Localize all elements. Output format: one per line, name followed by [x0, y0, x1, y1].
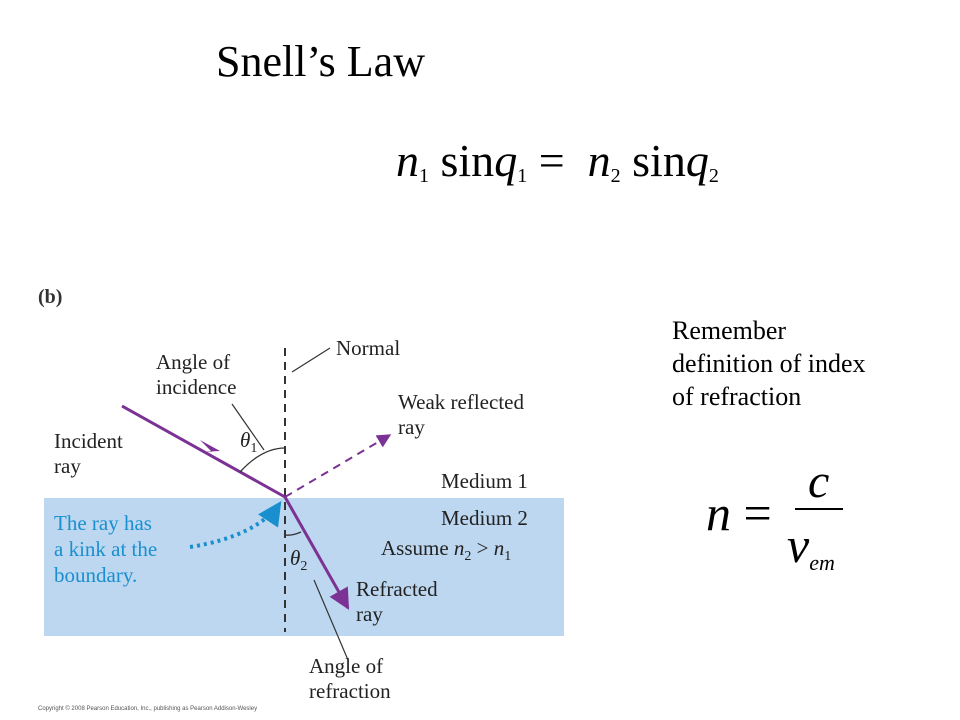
side-note-line3: of refraction — [672, 382, 802, 411]
angle-refraction-line1: Angle of — [309, 654, 384, 678]
angle-incidence-line1: Angle of — [156, 350, 231, 374]
kink-note-line3: boundary. — [54, 563, 138, 587]
fraction-bar — [795, 508, 843, 510]
theta1-sub: 1 — [250, 441, 258, 457]
eq-n2-sub: 2 — [610, 165, 621, 187]
incident-ray-line1: Incident — [54, 429, 123, 453]
theta1-symbol: θ — [240, 428, 251, 452]
theta2-sub: 2 — [300, 559, 308, 575]
incident-ray — [121, 404, 286, 499]
eq-n1-sub: 1 — [419, 165, 429, 187]
angle-refraction-label: Angle of refraction — [309, 654, 391, 704]
page-title: Snell’s Law — [216, 37, 425, 86]
eq-q1-sub: 1 — [517, 165, 528, 187]
snell-equation: n1 sinq1 = n2 sinq2 — [396, 135, 719, 187]
eq-sin2: sin — [632, 135, 686, 186]
angle-incidence-line2: incidence — [156, 375, 237, 399]
eq-n2: n — [587, 135, 611, 186]
copyright-notice: Copyright © 2008 Pearson Education, Inc.… — [38, 706, 258, 712]
index-formula-lhs: n = — [706, 488, 772, 538]
refracted-ray-line1: Refracted — [356, 577, 438, 601]
weak-reflected-line1: Weak reflected — [398, 390, 524, 414]
assume-gt: > — [476, 536, 489, 560]
eq-q1: q — [494, 135, 518, 186]
assume-n2: n — [453, 536, 465, 560]
side-note: Remember definition of index of refracti… — [672, 314, 942, 413]
angle-incidence-label: Angle of incidence — [156, 350, 236, 400]
assume-label: Assume n2 > n1 — [381, 536, 511, 569]
formula-denominator: vem — [787, 520, 835, 574]
panel-label: (b) — [38, 286, 63, 308]
theta1-arc — [239, 447, 286, 473]
theta2-arc — [284, 531, 302, 536]
theta2-symbol: θ — [290, 546, 301, 570]
assume-text: Assume — [381, 536, 449, 560]
weak-reflected-line2: ray — [398, 415, 425, 439]
assume-n1: n — [493, 536, 505, 560]
eq-n1: n — [396, 135, 419, 186]
eq-sin1: sin — [440, 135, 495, 186]
formula-equals: = — [743, 485, 772, 541]
refracted-ray-line2: ray — [356, 602, 383, 626]
assume-n2-sub: 2 — [464, 549, 472, 565]
kink-note-line2: a kink at the — [54, 537, 158, 561]
kink-note-line1: The ray has — [54, 511, 152, 535]
medium2-region — [44, 498, 564, 636]
theta1-label: θ1 — [240, 428, 257, 461]
normal-label: Normal — [336, 336, 401, 360]
incident-ray-line2: ray — [54, 454, 81, 478]
refracted-ray-label: Refracted ray — [356, 577, 438, 627]
formula-numerator: c — [808, 455, 830, 508]
eq-equals: = — [538, 135, 565, 186]
refraction-leader — [313, 579, 349, 661]
formula-v: v — [787, 517, 810, 573]
incidence-leader — [231, 403, 265, 451]
reflected-ray — [284, 434, 392, 498]
formula-n: n — [706, 485, 731, 541]
incident-ray-arrow — [200, 440, 220, 452]
medium1-label: Medium 1 — [441, 469, 528, 493]
side-note-line2: definition of index — [672, 349, 866, 378]
theta2-label: θ2 — [290, 546, 307, 579]
normal-leader — [291, 347, 331, 373]
formula-v-sub: em — [809, 550, 835, 575]
refracted-ray — [283, 496, 350, 610]
medium2-label: Medium 2 — [441, 506, 528, 530]
side-note-line1: Remember — [672, 316, 787, 345]
angle-refraction-line2: refraction — [309, 679, 391, 703]
kink-note: The ray has a kink at the boundary. — [54, 510, 157, 588]
eq-q2-sub: 2 — [708, 165, 719, 187]
incident-ray-label: Incident ray — [54, 429, 123, 479]
weak-reflected-label: Weak reflected ray — [398, 390, 524, 440]
eq-q2: q — [685, 135, 709, 186]
assume-n1-sub: 1 — [504, 549, 512, 565]
